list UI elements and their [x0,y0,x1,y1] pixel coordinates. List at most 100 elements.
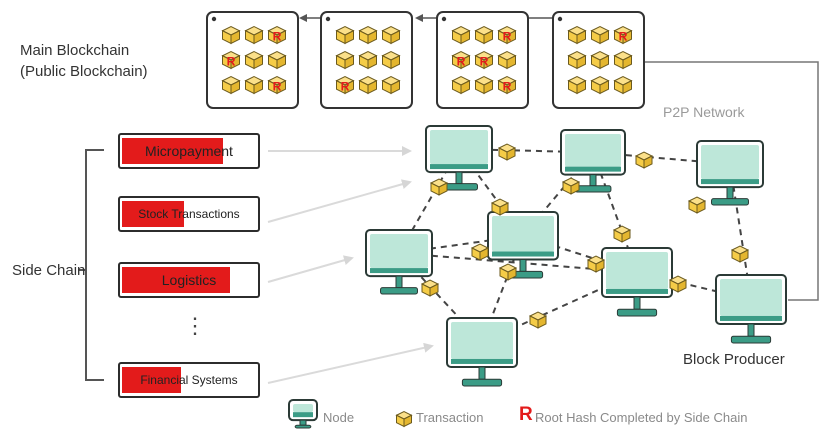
p2p-network-title: P2P Network [663,104,745,120]
side-chain-fill [122,201,185,227]
main-chain-block: R R R [206,11,299,109]
side-chain-box-micropayment: Micropayment [118,133,260,169]
side-chain-arrow [267,342,434,384]
legend-root-label: Root Hash Completed by Side Chain [535,410,748,425]
root-hash-icon: R [613,25,633,45]
p2p-link [636,271,752,301]
svg-text:R: R [457,54,466,68]
root-hash-icon: R [267,75,287,95]
side-chain-fill [122,367,182,393]
main-blockchain-title-line1: Main Blockchain [20,42,130,59]
node-icon [425,125,493,191]
transaction-icon [528,311,548,329]
node-icon [365,229,433,295]
transaction-icon [221,25,241,45]
node-icon [696,140,764,206]
transaction-icon [613,50,633,70]
root-hash-icon: R [497,25,517,45]
transaction-icon [497,143,517,161]
svg-text:R: R [227,54,236,68]
svg-text:R: R [503,29,512,43]
transaction-icon [358,25,378,45]
main-blockchain-title: Main Blockchain (Public Blockchain) [20,40,148,82]
svg-text:R: R [341,79,350,93]
transaction-icon [590,75,610,95]
transaction-icon [474,75,494,95]
side-chain-label: Logistics [161,272,217,288]
transaction-icon [244,50,264,70]
transaction-icon [381,75,401,95]
legend-transaction-icon [395,410,413,428]
transaction-icon [420,279,440,297]
transaction-icon [429,178,449,196]
side-chain-bracket [85,149,104,381]
side-chain-box-logistics: Logistics [118,262,260,298]
root-hash-icon: R [451,50,471,70]
svg-text:R: R [273,29,282,43]
svg-text:R: R [503,79,512,93]
node-icon [446,317,518,387]
svg-text:R: R [273,79,282,93]
transaction-icon [451,75,471,95]
side-chain-label: Stock Transactions [138,207,240,221]
svg-text:R: R [619,29,628,43]
transaction-icon [358,75,378,95]
main-chain-block: R [320,11,413,109]
block-producer-node-icon [715,274,787,344]
producer-feedback-line [643,61,819,301]
transaction-icon [687,196,707,214]
transaction-icon [612,225,632,243]
transaction-icon [567,75,587,95]
transaction-icon [358,50,378,70]
transaction-icon [244,75,264,95]
root-hash-icon: R [267,25,287,45]
side-chain-arrow [267,255,354,283]
transaction-icon [381,50,401,70]
transaction-icon [590,50,610,70]
transaction-icon [590,25,610,45]
transaction-icon [498,263,518,281]
main-chain-block: R [552,11,645,109]
p2p-link [481,235,524,343]
main-blockchain-title-line2: (Public Blockchain) [20,63,148,80]
transaction-icon [561,177,581,195]
side-chain-fill [122,267,230,293]
transaction-icon [335,25,355,45]
transaction-icon [613,75,633,95]
side-chain-label: Micropayment [145,143,233,159]
transaction-icon [490,198,510,216]
transaction-icon [221,75,241,95]
transaction-icon [497,50,517,70]
side-chain-title: Side Chain [12,262,86,279]
transaction-icon [586,255,606,273]
block-producer-title: Block Producer [683,351,785,368]
transaction-icon [567,25,587,45]
transaction-icon [335,50,355,70]
transaction-icon [567,50,587,70]
root-hash-icon: R [474,50,494,70]
side-chain-arrow [267,179,412,223]
legend-transaction-label: Transaction [416,410,484,425]
transaction-icon [244,25,264,45]
node-icon [487,211,559,279]
transaction-icon [381,25,401,45]
legend-node-label: Node [323,410,355,425]
transaction-icon [668,275,688,293]
legend-root-icon: R [519,404,533,425]
ellipsis-marker: ⋮ [184,313,206,338]
side-chain-label: Financial Systems [140,373,238,387]
transaction-icon [474,25,494,45]
root-hash-icon: R [497,75,517,95]
transaction-icon [451,25,471,45]
side-chain-box-stock-transactions: Stock Transactions [118,196,260,232]
transaction-icon [470,243,490,261]
svg-text:R: R [480,54,489,68]
transaction-icon [634,151,654,169]
node-icon [601,247,673,317]
node-icon [560,129,626,193]
root-hash-icon: R [221,50,241,70]
transaction-icon [267,50,287,70]
